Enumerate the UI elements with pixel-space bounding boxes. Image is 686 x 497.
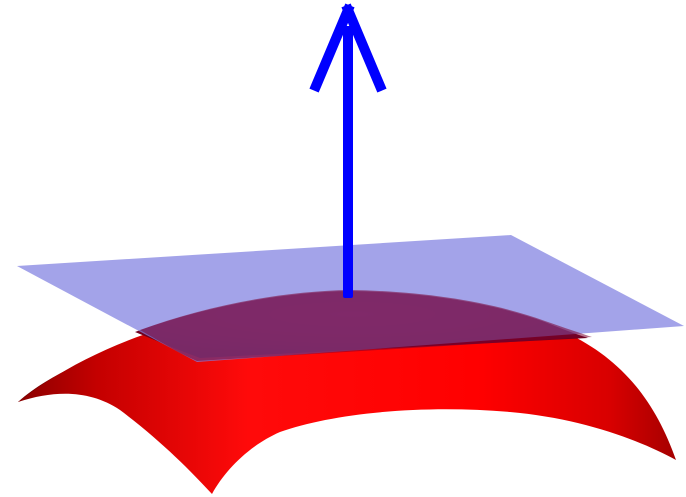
surface-crest-through-plane [140, 290, 592, 361]
normal-vector-arrowhead [309, 3, 387, 93]
normal-vector-shaft [343, 26, 353, 298]
